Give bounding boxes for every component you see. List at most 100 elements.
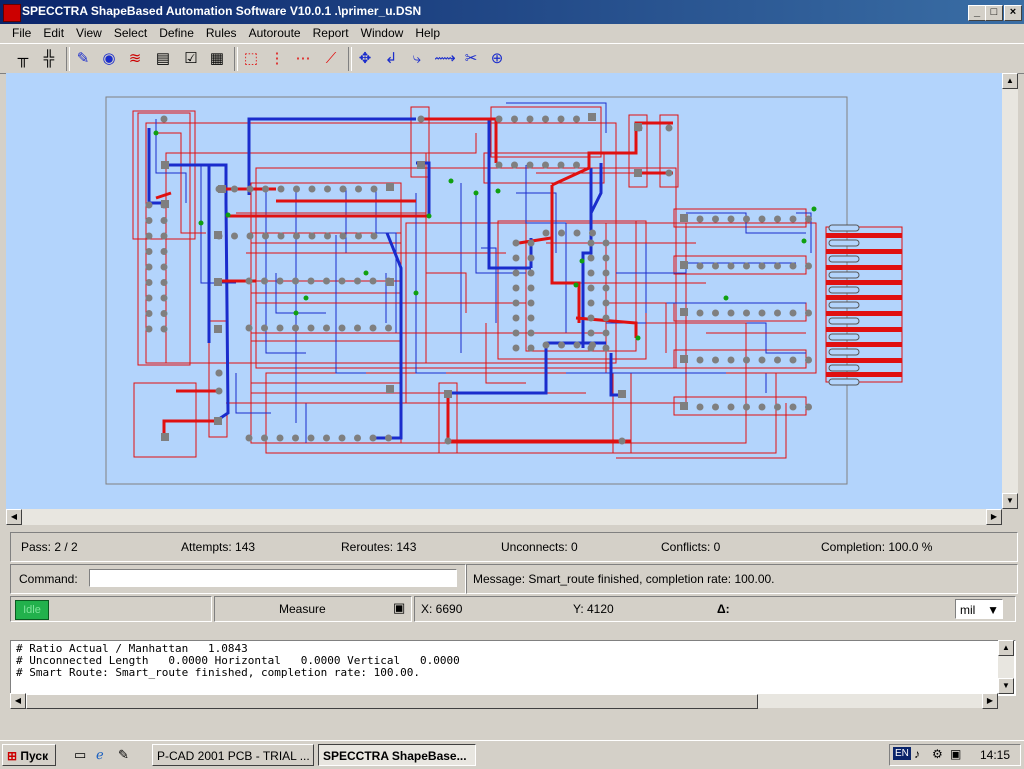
pad <box>160 310 168 317</box>
pad <box>293 185 300 193</box>
pad <box>512 314 520 322</box>
scroll-down-button[interactable]: ▼ <box>1002 493 1018 509</box>
units-select[interactable]: mil▼ <box>955 599 1003 619</box>
pad <box>527 254 535 262</box>
scroll-up-button[interactable]: ▲ <box>1002 73 1018 89</box>
pad <box>727 356 735 364</box>
menu-define[interactable]: Define <box>159 26 194 40</box>
toolbar-separator <box>348 47 352 71</box>
bend-icon[interactable]: ⤷ <box>412 50 422 67</box>
fanout-icon[interactable]: ╬ <box>43 50 55 67</box>
scroll-right-button[interactable]: ▶ <box>982 693 998 709</box>
close-button[interactable]: × <box>1004 5 1022 21</box>
pad <box>324 232 331 240</box>
start-button[interactable]: ⊞ Пуск <box>2 744 56 766</box>
y-coordinate: Y: 4120 <box>573 602 614 616</box>
menu-help[interactable]: Help <box>415 26 441 40</box>
globe-icon[interactable]: ◉ <box>102 50 116 67</box>
pad <box>602 344 610 352</box>
title-bar: SPECCTRA ShapeBased Automation Software … <box>0 0 1024 24</box>
scroll-down-button[interactable]: ▼ <box>998 678 1014 694</box>
pad <box>602 284 610 292</box>
miter-icon[interactable]: ⟿ <box>434 50 456 67</box>
tray-app-icon[interactable]: ▣ <box>950 747 962 761</box>
pad <box>774 403 781 411</box>
language-indicator[interactable]: EN <box>893 747 911 760</box>
pad <box>369 324 377 332</box>
document-icon[interactable]: ▤ <box>155 50 171 67</box>
pad <box>573 229 581 237</box>
mode-label: Measure <box>279 602 326 616</box>
command-input[interactable] <box>89 569 457 587</box>
scroll-right-button[interactable]: ▶ <box>986 509 1002 525</box>
wire-icon[interactable]: ⟋ <box>325 50 337 67</box>
route-icon[interactable]: ╥ <box>17 50 29 67</box>
pad <box>262 185 269 193</box>
pad <box>292 277 299 285</box>
scroll-thumb[interactable] <box>26 694 758 709</box>
task-pcad[interactable]: P-CAD 2001 PCB - TRIAL ... <box>152 744 314 766</box>
pad <box>557 115 565 123</box>
task-specctra[interactable]: SPECCTRA ShapeBase... <box>318 744 476 766</box>
pad <box>160 325 168 333</box>
horizontal-scrollbar[interactable]: ◀ ▶ <box>6 509 1002 525</box>
volume-icon[interactable]: ♪ <box>914 747 920 761</box>
reroutes-count: Reroutes: 143 <box>341 540 417 554</box>
menu-file[interactable]: File <box>12 26 32 40</box>
pin-icon[interactable]: ⋮ <box>269 50 285 67</box>
idle-panel: Idle <box>10 596 212 622</box>
menu-window[interactable]: Window <box>360 26 404 40</box>
app-icon[interactable] <box>3 4 21 22</box>
pcb-drawing[interactable] <box>6 73 1002 509</box>
pad <box>712 215 719 223</box>
network-icon[interactable]: ⚙ <box>932 747 943 761</box>
desktop-icon[interactable]: ▭ <box>74 747 87 762</box>
menu-view[interactable]: View <box>76 26 102 40</box>
move-icon[interactable]: ✥ <box>358 50 372 67</box>
pad <box>618 437 626 445</box>
pad <box>417 115 425 123</box>
pad <box>145 325 153 333</box>
pen-icon[interactable]: ✎ <box>76 50 90 67</box>
pad <box>573 115 580 123</box>
component-icon[interactable]: ⬚ <box>243 50 259 67</box>
menu-report[interactable]: Report <box>312 26 349 40</box>
menu-select[interactable]: Select <box>113 26 148 40</box>
ruler-icon[interactable]: ▣ <box>393 600 406 615</box>
fanout-via-icon[interactable]: ⊕ <box>490 50 504 67</box>
scroll-left-button[interactable]: ◀ <box>10 693 26 709</box>
scroll-left-button[interactable]: ◀ <box>6 509 22 525</box>
browser-icon[interactable]: ℯ <box>96 747 104 762</box>
pcb-canvas[interactable] <box>6 73 1002 509</box>
notepad-icon[interactable]: ✎ <box>118 747 129 762</box>
net-icon[interactable]: ⋯ <box>295 50 311 67</box>
component-outline <box>410 106 430 178</box>
console-horizontal-scrollbar[interactable]: ◀ ▶ <box>10 693 998 709</box>
pad <box>805 262 812 270</box>
scroll-up-button[interactable]: ▲ <box>998 640 1014 656</box>
check-icon[interactable]: ☑ <box>184 50 198 67</box>
via <box>495 188 501 194</box>
cut-icon[interactable]: ✂ <box>464 50 478 67</box>
menu-autoroute[interactable]: Autoroute <box>248 26 301 40</box>
edit-route-icon[interactable]: ↲ <box>384 50 398 67</box>
pad <box>758 403 766 411</box>
console-line: # Ratio Actual / Manhattan 1.0843 <box>16 642 248 655</box>
menu-rules[interactable]: Rules <box>205 26 237 40</box>
menu-edit[interactable]: Edit <box>43 26 65 40</box>
pad <box>805 309 812 317</box>
pad <box>587 239 595 247</box>
maximize-button[interactable]: □ <box>985 5 1003 21</box>
pad <box>602 314 610 322</box>
vertical-scrollbar[interactable]: ▲ ▼ <box>1002 73 1018 509</box>
console-vertical-scrollbar[interactable]: ▲ ▼ <box>998 640 1014 694</box>
minimize-button[interactable]: _ <box>968 5 986 21</box>
layers-icon[interactable]: ≋ <box>128 50 142 67</box>
pad <box>512 284 520 292</box>
toolbar-separator <box>66 47 70 71</box>
pad <box>758 215 766 223</box>
pad <box>145 310 153 317</box>
pad <box>276 277 284 285</box>
pad <box>245 434 253 442</box>
grid-icon[interactable]: ▦ <box>209 50 225 67</box>
